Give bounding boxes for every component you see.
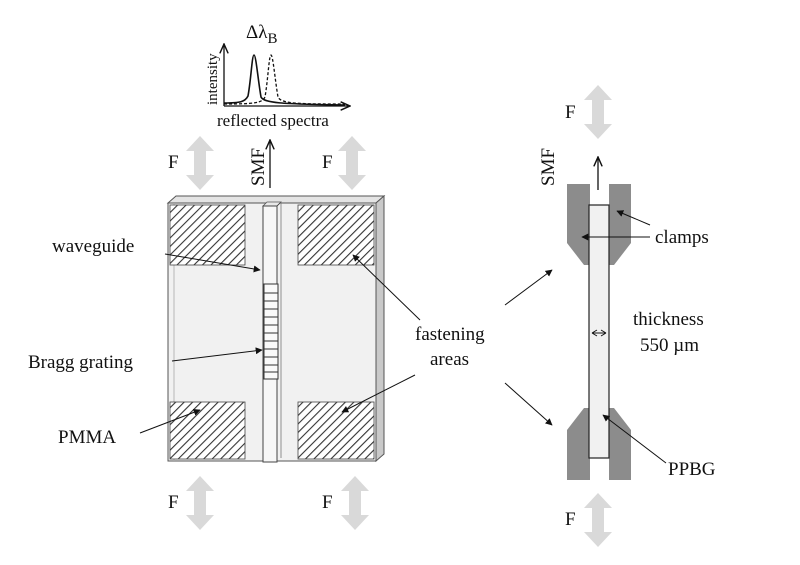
delta-lambda-label: ΔλB bbox=[246, 22, 277, 47]
force-arrow-top-right bbox=[338, 136, 366, 190]
bragg-grating-label: Bragg grating bbox=[28, 352, 134, 373]
fastening-area-top-right bbox=[297, 204, 375, 266]
fastening-pointer-right-bottom bbox=[504, 382, 553, 426]
fastening-area-bottom-right bbox=[297, 401, 375, 460]
force-arrow-bottom-left bbox=[186, 476, 214, 530]
smf-label-right: SMF bbox=[538, 148, 559, 186]
ppbg-strip bbox=[588, 204, 610, 459]
waveguide-pointer bbox=[164, 253, 261, 273]
ppbg-pointer bbox=[602, 414, 667, 464]
force-arrow-right-top bbox=[584, 85, 612, 139]
fastening-label: fastening bbox=[415, 324, 485, 345]
bragg-grating-pointer bbox=[171, 347, 263, 362]
clamp-bottom-left bbox=[567, 408, 590, 480]
spectrum-solid-peak bbox=[223, 54, 346, 106]
waveguide-label: waveguide bbox=[52, 236, 134, 257]
force-label-right-top: F bbox=[565, 102, 576, 123]
clamp-top-right bbox=[609, 184, 631, 265]
pmma-label: PMMA bbox=[58, 427, 116, 448]
clamps-label: clamps bbox=[655, 227, 709, 248]
fastening-area-bottom-left bbox=[169, 401, 246, 460]
reflected-spectra-label: reflected spectra bbox=[217, 111, 329, 130]
bragg-grating bbox=[263, 283, 279, 380]
spectrum-dashed-peak bbox=[223, 54, 346, 105]
force-label-bottom-right: F bbox=[322, 492, 333, 513]
spectrum-inset: ΔλB intensity reflected spectra bbox=[205, 22, 350, 130]
fastening-pointer-top bbox=[352, 254, 421, 321]
force-arrow-right-bottom bbox=[584, 493, 612, 547]
clamp-top-left bbox=[567, 184, 590, 265]
thickness-value: 550 µm bbox=[640, 335, 699, 356]
intensity-label: intensity bbox=[205, 53, 221, 105]
pmma-pointer bbox=[139, 408, 201, 434]
force-label-bottom-left: F bbox=[168, 492, 179, 513]
force-arrow-bottom-right bbox=[341, 476, 369, 530]
smf-label-left: SMF bbox=[248, 148, 269, 186]
thickness-label: thickness bbox=[633, 309, 704, 330]
fastening-area-top-left bbox=[169, 204, 246, 266]
fastening-pointer-right-top bbox=[504, 269, 553, 306]
force-arrow-top-left bbox=[186, 136, 214, 190]
fastening-pointer-bottom bbox=[341, 374, 416, 413]
areas-label: areas bbox=[430, 349, 469, 370]
side-view bbox=[567, 157, 631, 480]
clamps-pointer-right bbox=[616, 210, 651, 226]
force-label-top-right: F bbox=[322, 152, 333, 173]
clamp-bottom-right bbox=[609, 408, 631, 480]
ppbg-label: PPBG bbox=[668, 459, 716, 480]
force-label-top-left: F bbox=[168, 152, 179, 173]
force-label-right-bottom: F bbox=[565, 509, 576, 530]
